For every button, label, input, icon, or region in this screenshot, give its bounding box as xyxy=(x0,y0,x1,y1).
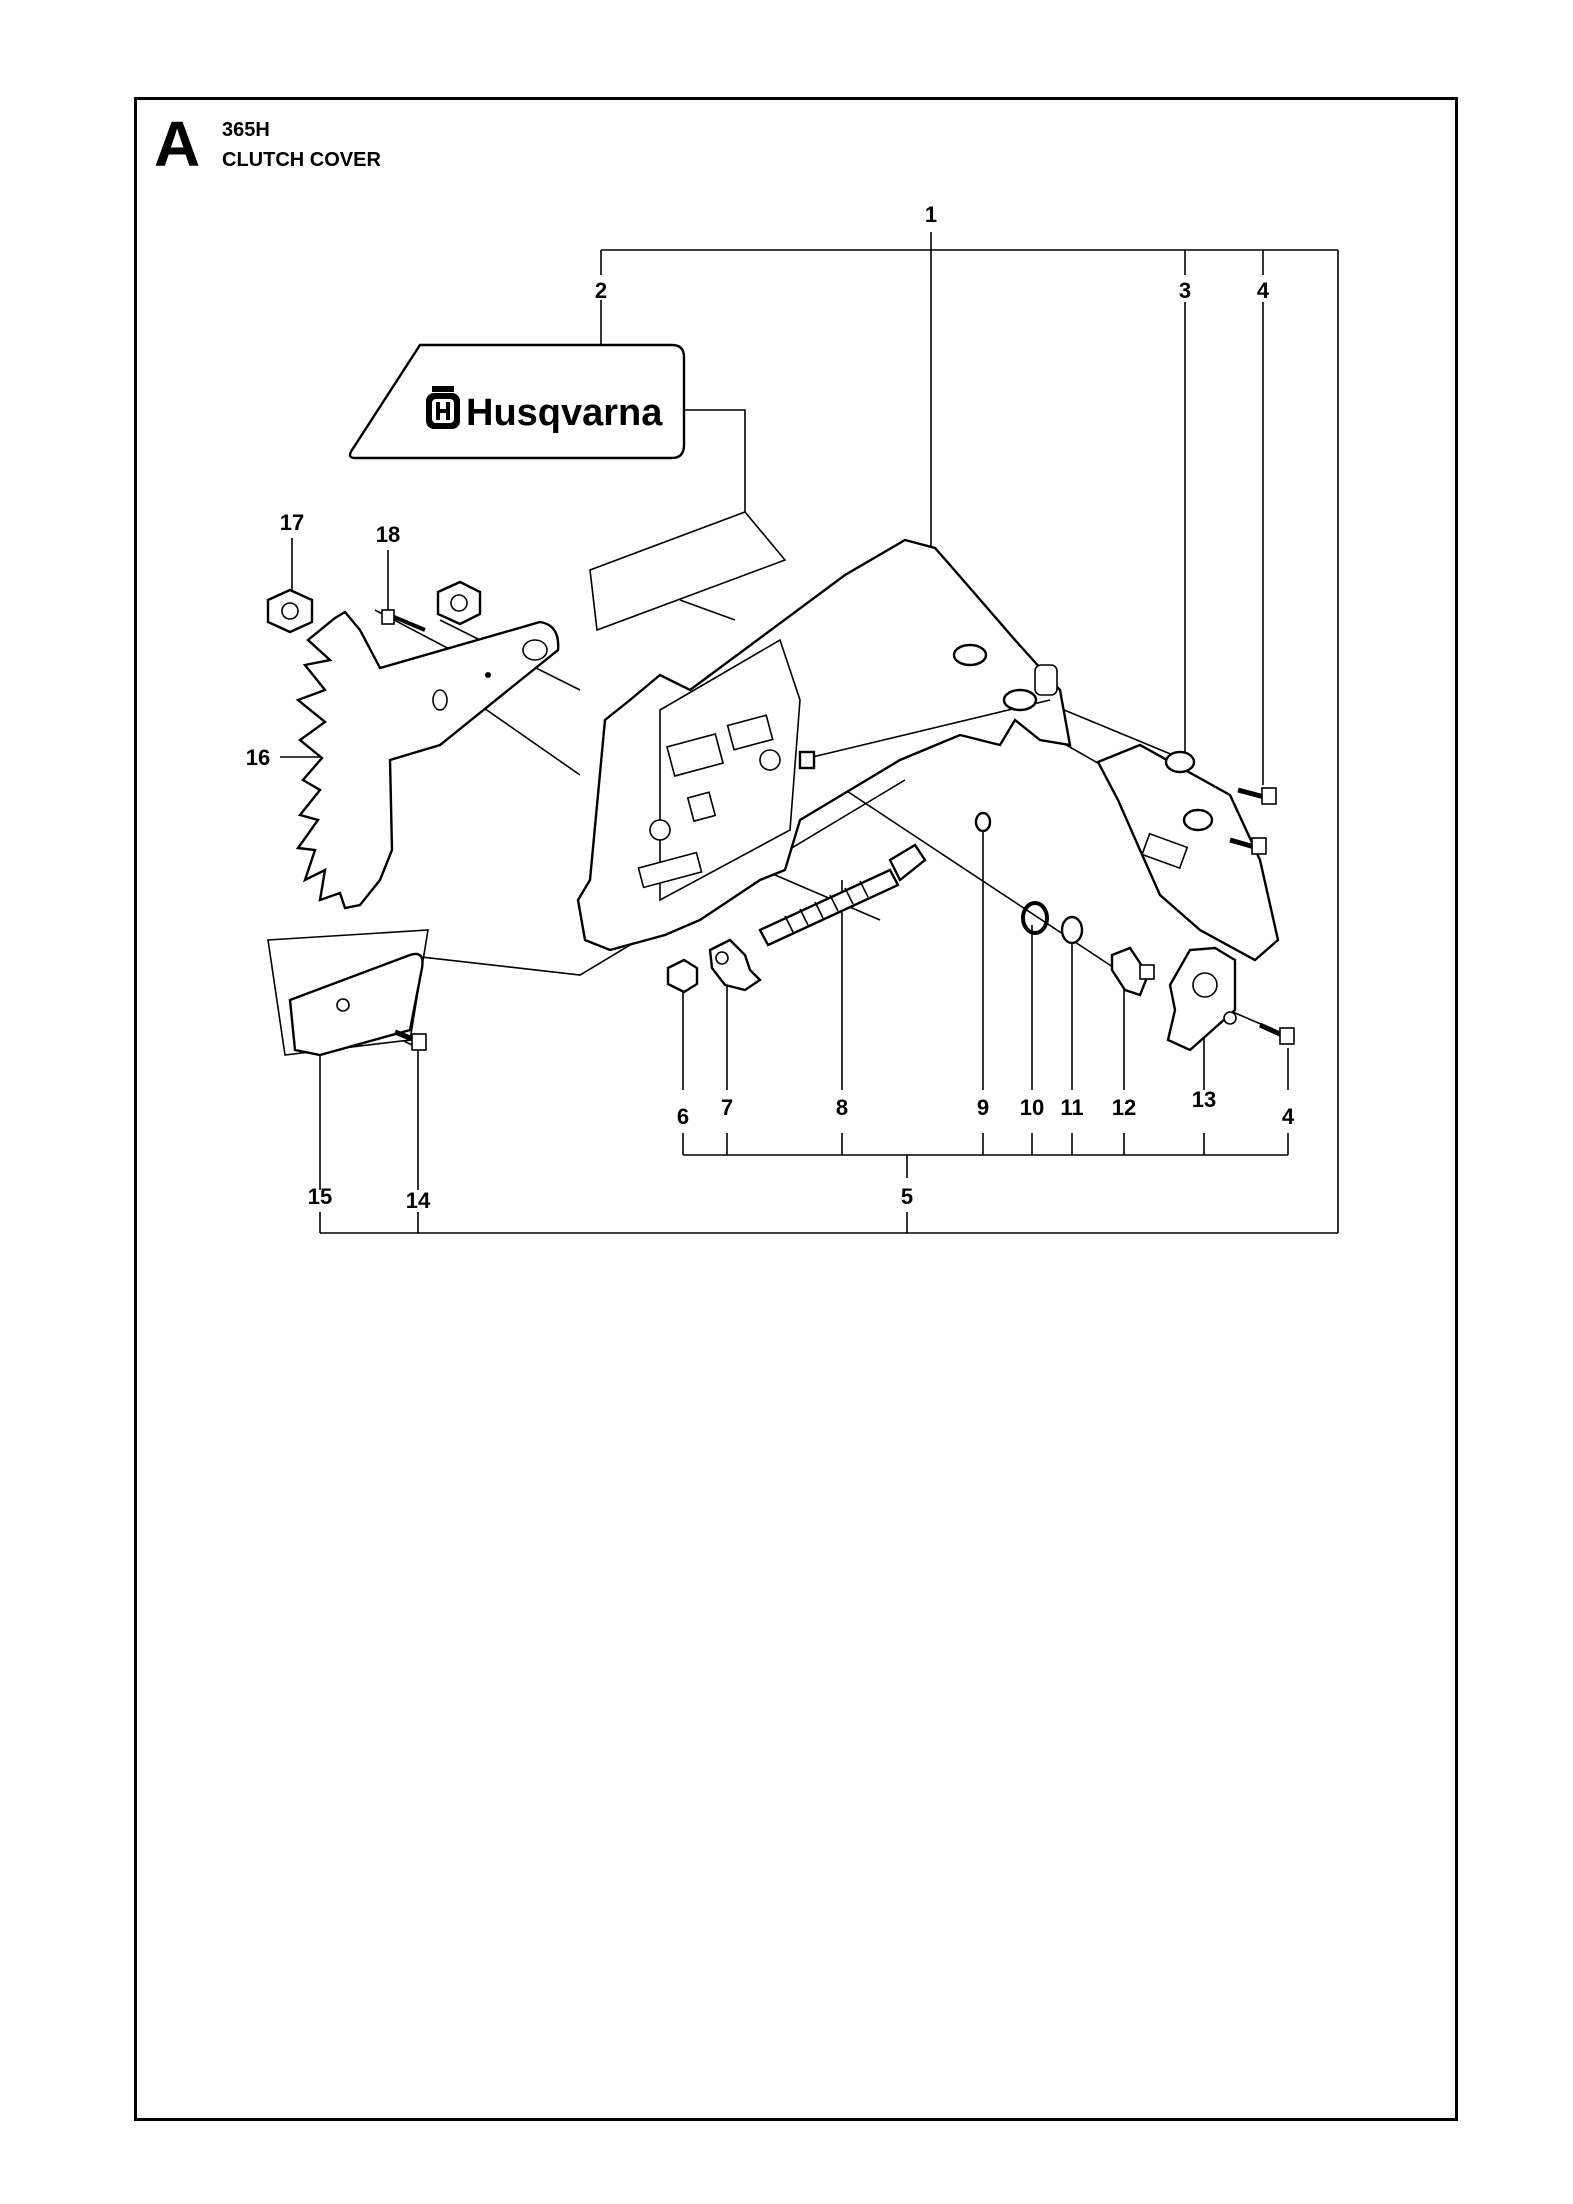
cover-decal xyxy=(589,511,787,632)
flange-nut-right xyxy=(436,580,482,626)
callout-18: 18 xyxy=(376,522,400,547)
callout-5: 5 xyxy=(901,1184,913,1209)
callout-10: 10 xyxy=(1020,1095,1044,1120)
callout-16: 16 xyxy=(246,745,270,770)
model-number: 365H xyxy=(222,119,270,141)
adjuster-12 xyxy=(1110,946,1155,997)
page-frame xyxy=(134,97,1458,2121)
clutch-cover-body xyxy=(576,538,1072,952)
callout-15: 15 xyxy=(308,1184,332,1209)
screw-14 xyxy=(394,1029,427,1051)
callout-1: 1 xyxy=(925,202,937,227)
leader-lines xyxy=(271,232,1339,1234)
callout-3: 3 xyxy=(1179,278,1191,303)
page-title: CLUTCH COVER xyxy=(222,149,381,171)
nut-6 xyxy=(666,958,699,994)
callout-9: 9 xyxy=(977,1095,989,1120)
callout-17: 17 xyxy=(280,510,304,535)
callout-4-bottom: 4 xyxy=(1282,1104,1295,1129)
callout-14: 14 xyxy=(406,1188,431,1213)
flange-nut-17 xyxy=(266,588,314,634)
callout-12: 12 xyxy=(1112,1095,1136,1120)
section-letter: A xyxy=(154,108,201,180)
screw-4-bottom xyxy=(1258,1022,1295,1045)
tensioner-screw-8 xyxy=(758,843,927,947)
callout-11: 11 xyxy=(1060,1095,1083,1120)
screw-4-mid xyxy=(1229,837,1267,855)
screw-4-top xyxy=(1237,787,1277,805)
o-ring-10 xyxy=(1021,901,1049,935)
chain-catcher-plate xyxy=(1096,743,1280,962)
callout-2: 2 xyxy=(595,278,607,303)
bumper-spike-plate xyxy=(295,610,560,910)
husqvarna-crown-h-logo-icon xyxy=(426,386,460,429)
husqvarna-decal: Husqvarna xyxy=(348,343,686,460)
screw-18 xyxy=(381,609,426,632)
callout-labels: 1 2 3 4 4 5 6 7 8 9 10 11 12 13 14 15 16… xyxy=(246,202,1295,1213)
brand-text: Husqvarna xyxy=(466,392,663,434)
cover-plate-13 xyxy=(1166,946,1237,1052)
callout-7: 7 xyxy=(721,1095,733,1120)
washer-11 xyxy=(1060,915,1084,945)
tensioner-pin-7 xyxy=(708,938,762,992)
washer-9 xyxy=(974,811,992,833)
callout-4-top: 4 xyxy=(1257,278,1270,303)
callout-13: 13 xyxy=(1192,1087,1216,1112)
callout-6: 6 xyxy=(677,1104,689,1129)
callout-8: 8 xyxy=(836,1095,848,1120)
